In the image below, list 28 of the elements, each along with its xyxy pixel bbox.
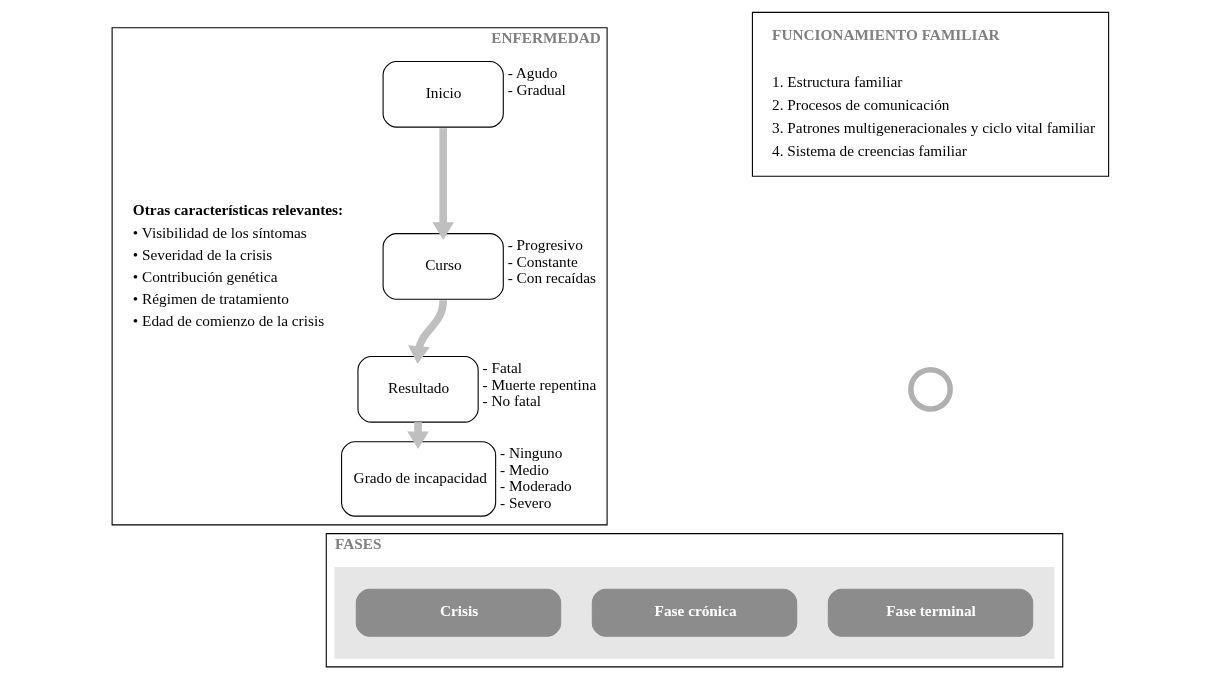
node-box: FUNCIONAMIENTO FAMILIAR 1. Estructura familiar 2. Procesos de comunicación 3. Patrones multigeneracionales y ciclo vital familiar 4. Sistema de creencias familiar bbox=[751, 11, 1110, 177]
node-box: Curso bbox=[382, 233, 504, 300]
label: • Régimen de tratamiento bbox=[132, 289, 289, 307]
node-box: Crisis bbox=[355, 588, 562, 637]
node-label: - Fatal bbox=[482, 359, 522, 377]
node-label: - No fatal bbox=[482, 391, 542, 409]
node-label: - Ninguno bbox=[500, 444, 563, 462]
node-box: Fase crónica bbox=[591, 588, 798, 637]
node-label: - Moderado bbox=[500, 477, 572, 495]
node-box: Resultado bbox=[357, 356, 479, 423]
label: • Severidad de la crisis bbox=[132, 246, 273, 264]
node-box: Fase terminal bbox=[827, 588, 1034, 637]
cluster bbox=[334, 566, 1055, 659]
node-label: - Con recaídas bbox=[507, 269, 596, 287]
label: • Visibilidad de los síntomas bbox=[132, 224, 307, 242]
node-cycle bbox=[908, 366, 953, 412]
node-label: - Agudo bbox=[507, 64, 558, 82]
label: Otras características relevantes: bbox=[132, 201, 344, 219]
node-box: Grado de incapacidad bbox=[341, 441, 497, 517]
node-label: - Constante bbox=[507, 252, 578, 270]
label: • Edad de comienzo de la crisis bbox=[132, 311, 325, 329]
node-box: Inicio bbox=[382, 61, 504, 128]
node-label: - Severo bbox=[500, 493, 552, 511]
label: • Contribución genética bbox=[132, 267, 278, 285]
node-label: - Gradual bbox=[507, 80, 566, 98]
node-label: - Medio bbox=[500, 460, 549, 478]
node-label: - Progresivo bbox=[507, 236, 583, 254]
node-label: - Muerte repentina bbox=[482, 375, 597, 393]
